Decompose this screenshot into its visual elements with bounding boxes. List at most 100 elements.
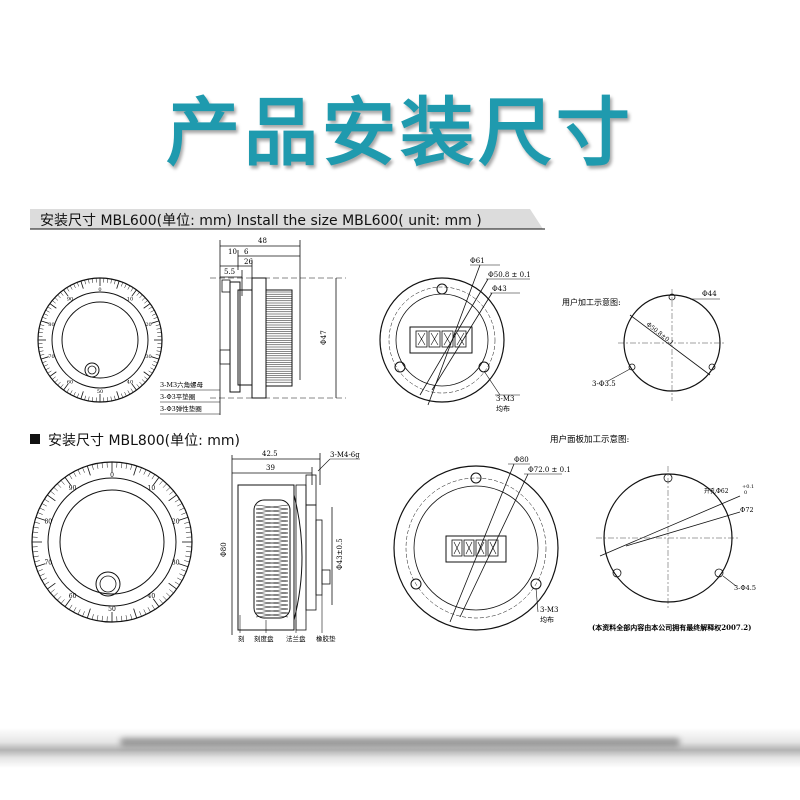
dial-tick (110, 279, 112, 284)
dial-tick (44, 581, 50, 586)
dial-tick (39, 354, 45, 356)
knurl-line (255, 584, 289, 590)
dial-tick (125, 615, 128, 621)
dial-tick (53, 487, 58, 492)
label-3-m3-800: 3-M3 (540, 606, 558, 614)
mbl800-heading: 安装尺寸 MBL800(单位: mm) (48, 433, 241, 449)
dial-tick (156, 350, 161, 352)
knurl-line (255, 540, 289, 546)
dim-48: 48 (258, 237, 267, 245)
dial-tick (57, 294, 61, 299)
dial-tick (157, 331, 162, 334)
mbl800-rear-view: Φ80 Φ72.0 ± 0.1 3-M3 均布 (393, 456, 571, 631)
knurl-line (255, 552, 289, 558)
knurl-line (255, 556, 289, 562)
copyright-note: (本资料全部内容由本公司拥有最终解释权2007.2) (592, 623, 751, 632)
dial-tick (69, 285, 73, 290)
dial-tick (181, 512, 187, 515)
dial-number: 80 (48, 322, 54, 328)
knurl-line (255, 608, 289, 614)
dial-tick (185, 551, 192, 553)
dim-phi44: Φ44 (702, 290, 717, 298)
dial-tick (127, 390, 131, 395)
dial-tick (185, 555, 191, 558)
terminal-block (415, 330, 467, 348)
dim-cutout-phi62: 开孔Φ62 (704, 487, 729, 495)
dial-tick (39, 507, 45, 511)
terminal-screw (430, 332, 439, 346)
knurl-line (255, 512, 289, 518)
dial-tick (43, 313, 48, 316)
bottom-shadow (0, 728, 800, 768)
dial-tick (156, 328, 161, 330)
dial-tick (152, 313, 157, 316)
page-title: 产品安装尺寸 (166, 90, 634, 176)
dial-tick (66, 388, 70, 393)
dial-number: 40 (127, 379, 133, 385)
dial-tick (49, 303, 57, 309)
dial-tick (47, 306, 52, 310)
dial-number: 70 (48, 354, 54, 360)
dial-tick (44, 498, 50, 503)
dial-tick (42, 316, 47, 320)
dial-tick (101, 462, 103, 469)
dim-phi61: Φ61 (470, 257, 485, 265)
dial-tick (35, 563, 46, 568)
dial-tick (174, 581, 180, 586)
dial-tick (39, 350, 44, 352)
knurl-line (255, 580, 289, 586)
dial-tick (141, 379, 146, 383)
dial-tick (143, 469, 147, 475)
label-evenly: 均布 (496, 404, 510, 413)
dial-tick (57, 381, 61, 386)
dial-tick (139, 381, 143, 386)
dial-tick (155, 354, 161, 356)
dial-number: 10 (148, 485, 156, 492)
dial-tick (34, 560, 40, 563)
dial-tick (39, 324, 45, 326)
dial-tick (77, 609, 81, 615)
dial-tick (50, 490, 55, 495)
knurl-line (255, 600, 289, 606)
dial-tick (38, 346, 43, 349)
dim-tol-lower: 0 (744, 490, 747, 496)
dial-tick (68, 474, 73, 480)
knurl-line (255, 524, 289, 530)
dial-tick (82, 611, 85, 617)
dim-hole-3-5: 3-Φ3.5 (592, 380, 616, 388)
dim-phi80: Φ80 (514, 456, 529, 464)
dial-tick (41, 577, 47, 581)
panel-title-800: 用户面板加工示意图: (550, 434, 629, 445)
dial-tick (84, 279, 86, 285)
dim-39: 39 (266, 464, 275, 472)
dial-tick (63, 289, 69, 297)
dial-tick (35, 516, 46, 521)
dial-tick (32, 531, 39, 533)
dial-tick (133, 465, 138, 476)
label-3-m3: 3-M3 (496, 395, 514, 403)
dial-tick (151, 474, 156, 480)
dial-tick (185, 526, 191, 529)
dial-tick (45, 309, 50, 313)
dial-tick (179, 507, 185, 511)
dial-tick (148, 306, 153, 310)
label-evenly-800: 均布 (540, 615, 554, 624)
dial-tick (84, 395, 86, 401)
dim-tol-upper: +0.1 (742, 484, 754, 490)
dial-number: 90 (69, 485, 77, 492)
dial-tick (153, 316, 158, 320)
dial-tick (91, 464, 94, 470)
heading-tab-shape (30, 209, 545, 230)
dial-number: 60 (67, 379, 73, 385)
dial-tick (130, 388, 134, 393)
dial-tick (60, 292, 64, 296)
dial-tick (42, 360, 47, 364)
dial-tick (121, 615, 123, 622)
dial-tick (73, 283, 76, 288)
dial-number: 0 (98, 287, 101, 293)
dim-phi80-side: Φ80 (220, 542, 228, 557)
dial-tick (151, 356, 160, 360)
dial-tick (179, 573, 185, 577)
dial-tick (80, 280, 84, 289)
